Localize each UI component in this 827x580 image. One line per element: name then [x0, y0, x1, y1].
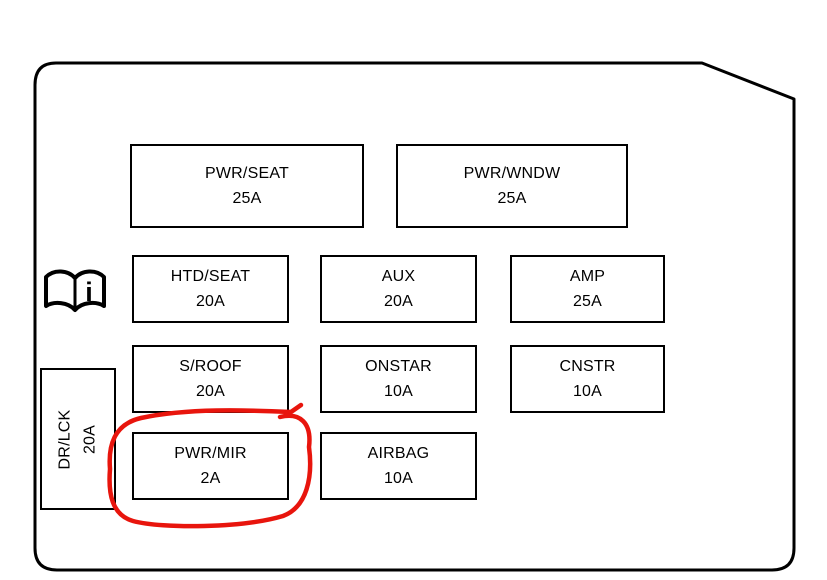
- fuse-s-roof: S/ROOF 20A: [132, 345, 289, 413]
- fuse-amp: 20A: [195, 382, 226, 400]
- fuse-label: AUX: [381, 267, 416, 285]
- fuse-label: PWR/WNDW: [463, 164, 561, 182]
- fuse-label: HTD/SEAT: [170, 267, 251, 285]
- fuse-amp: 25A: [497, 189, 527, 207]
- fuse-label: DR/LCK: [56, 409, 74, 469]
- fuse-amp: 20A: [195, 292, 226, 310]
- fuse-aux: AUX 20A: [320, 255, 477, 323]
- owners-manual-book-icon: i: [44, 269, 106, 312]
- fuse-label: ONSTAR: [365, 357, 432, 375]
- fuse-amp: 20A: [81, 424, 99, 454]
- fuse-amp: 10A: [383, 469, 414, 487]
- fuse-amp: 25A: [572, 292, 603, 310]
- fuse-dr-lck: DR/LCK 20A: [40, 368, 116, 510]
- fuse-amp-amplifier: AMP 25A: [510, 255, 665, 323]
- fuse-amp: 10A: [383, 382, 414, 400]
- fuse-pwr-wndw: PWR/WNDW 25A: [396, 144, 628, 228]
- fuse-onstar: ONSTAR 10A: [320, 345, 477, 413]
- fuse-label: AIRBAG: [367, 444, 430, 462]
- fuse-label: PWR/MIR: [174, 444, 247, 462]
- fuse-label: CNSTR: [559, 357, 616, 375]
- fuse-htd-seat: HTD/SEAT 20A: [132, 255, 289, 323]
- fuse-amp: 25A: [232, 189, 262, 207]
- fuse-cnstr: CNSTR 10A: [510, 345, 665, 413]
- fuse-pwr-seat: PWR/SEAT 25A: [130, 144, 364, 228]
- fuse-amp: 20A: [383, 292, 414, 310]
- fuse-label: PWR/SEAT: [205, 164, 289, 182]
- fuse-amp: 2A: [200, 469, 221, 487]
- fuse-label: AMP: [569, 267, 606, 285]
- book-info-letter: i: [85, 277, 93, 307]
- fuse-label: S/ROOF: [179, 357, 242, 375]
- fuse-pwr-mir: PWR/MIR 2A: [132, 432, 289, 500]
- rotated-text-wrapper: DR/LCK 20A: [56, 409, 99, 469]
- fuse-amp: 10A: [572, 382, 603, 400]
- fuse-airbag: AIRBAG 10A: [320, 432, 477, 500]
